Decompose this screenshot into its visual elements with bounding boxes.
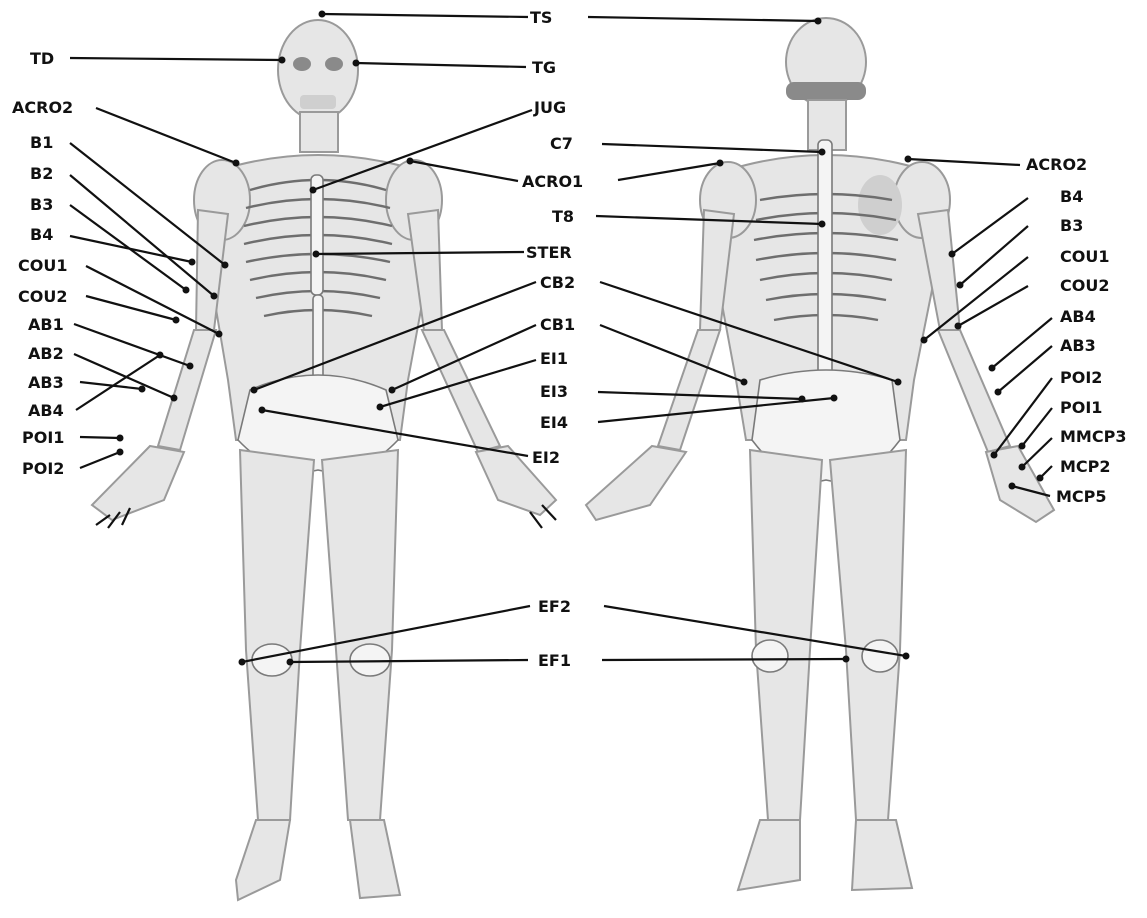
label-cou1-front: COU1 (18, 256, 67, 275)
label-poi2-front: POI2 (22, 459, 64, 478)
label-cb2: CB2 (540, 273, 575, 292)
label-ster: STER (526, 243, 572, 262)
label-b3-front: B3 (30, 195, 53, 214)
label-ab3-front: AB3 (28, 373, 64, 392)
label-b4-front: B4 (30, 225, 53, 244)
back-body-figure (586, 18, 1054, 890)
label-poi2-back: POI2 (1060, 368, 1102, 387)
label-poi1-back: POI1 (1060, 398, 1102, 417)
label-ab4-back: AB4 (1060, 307, 1096, 326)
label-ab1: AB1 (28, 315, 64, 334)
label-b3-back: B3 (1060, 216, 1083, 235)
label-cou2-back: COU2 (1060, 276, 1109, 295)
label-mcp5: MCP5 (1056, 487, 1107, 506)
label-ef1: EF1 (538, 651, 571, 670)
label-ei2: EI2 (532, 448, 560, 467)
label-t8: T8 (552, 207, 574, 226)
label-mmcp3: MMCP3 (1060, 427, 1126, 446)
label-ab4-front: AB4 (28, 401, 64, 420)
label-ab2: AB2 (28, 344, 64, 363)
front-body-figure (92, 20, 556, 900)
label-td: TD (30, 49, 54, 68)
label-tg: TG (532, 58, 556, 77)
label-mcp2: MCP2 (1060, 457, 1111, 476)
label-acro2-front: ACRO2 (12, 98, 73, 117)
label-jug: JUG (533, 98, 566, 117)
label-ts: TS (530, 8, 552, 27)
label-ef2: EF2 (538, 597, 571, 616)
label-b4-back: B4 (1060, 187, 1083, 206)
label-b1: B1 (30, 133, 53, 152)
label-cou2-front: COU2 (18, 287, 67, 306)
label-ei4: EI4 (540, 413, 568, 432)
label-cb1: CB1 (540, 315, 575, 334)
label-acro2-back: ACRO2 (1026, 155, 1087, 174)
label-ei3: EI3 (540, 382, 568, 401)
label-acro1: ACRO1 (522, 172, 583, 191)
label-poi1-front: POI1 (22, 428, 64, 447)
label-ei1: EI1 (540, 349, 568, 368)
label-ab3-back: AB3 (1060, 336, 1096, 355)
label-b2: B2 (30, 164, 53, 183)
label-cou1-back: COU1 (1060, 247, 1109, 266)
label-c7: C7 (550, 134, 573, 153)
